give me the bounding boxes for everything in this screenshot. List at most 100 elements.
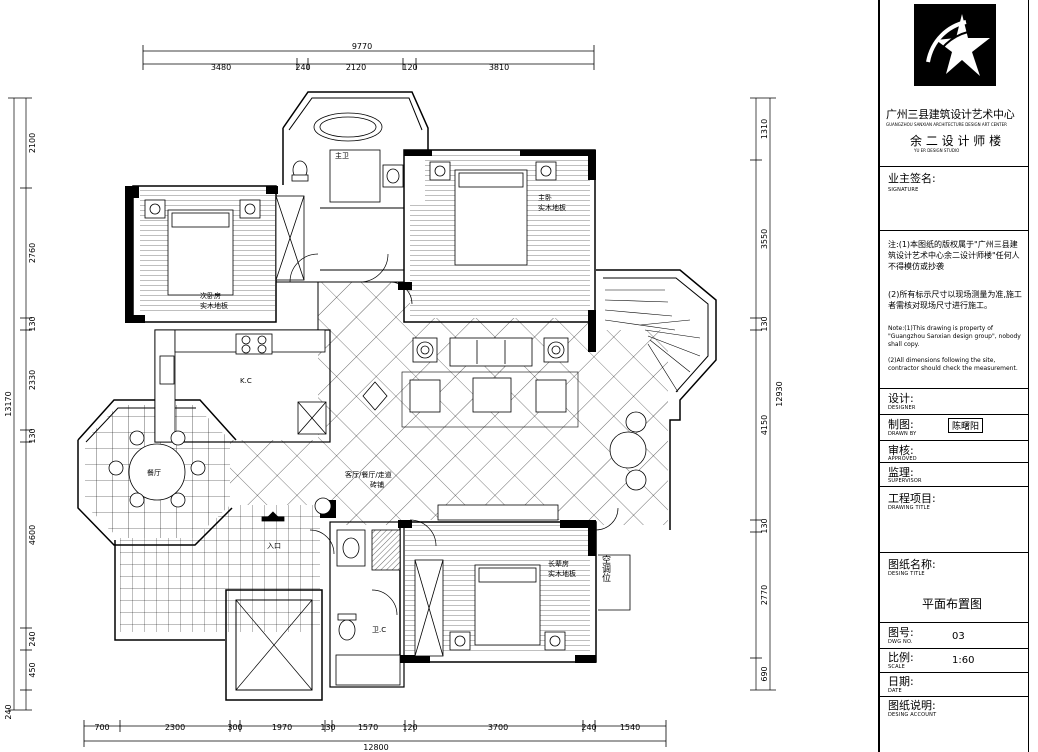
row-check: 审核: APPROVED	[880, 440, 1028, 462]
dim-right-4: 4150	[760, 415, 769, 435]
owner-label: 业主签名:	[888, 172, 936, 185]
label-master-bed: 主卧	[538, 193, 552, 202]
dim-bottom-3: 300	[227, 723, 242, 732]
number-label: 图号:	[888, 626, 914, 639]
title-block-inner-border	[1028, 0, 1029, 752]
dim-top-1: 3480	[211, 63, 231, 72]
company-name: 广州三县建筑设计艺术中心	[886, 108, 1015, 121]
dim-bottom-total: 12800	[363, 743, 388, 752]
scale-value: 1:60	[952, 655, 975, 666]
description-label: 图纸说明:	[888, 699, 936, 712]
row-scale: 比例: SCALE 1:60	[880, 648, 1028, 672]
dim-left-1: 2100	[28, 133, 37, 153]
row-drawn: 制图: DRAWN BY 陈曙阳	[880, 414, 1028, 440]
dim-bottom-9: 240	[581, 723, 596, 732]
dim-left-9: 240	[4, 704, 13, 719]
label-second-bed: 次卧房	[200, 291, 221, 300]
company-name-en: GUANGZHOU SANXIAN ARCHITECTURE DESIGN AR…	[886, 122, 1007, 127]
row-owner: 业主签名: SIGNATURE	[880, 166, 1028, 206]
room-labels: 主卫 主卧 实木地板 次卧房 实木地板 K.C 餐厅 客厅/餐厅/走道 砖铺 入…	[147, 151, 611, 634]
dim-left-6: 4600	[28, 525, 37, 545]
label-living: 客厅/餐厅/走道	[345, 470, 392, 479]
designer-office: 余 二 设 计 师 楼	[910, 134, 1002, 148]
design-label: 设计:	[888, 392, 914, 405]
owner-sub: SIGNATURE	[888, 187, 919, 193]
label-master-bath: 主卫	[335, 151, 349, 160]
dim-left-3: 130	[28, 316, 37, 331]
note-cn-1: 注:(1)本图纸的版权属于"广州三县建筑设计艺术中心余二设计师楼"任何人不得模仿…	[888, 240, 1020, 271]
dim-left-7: 240	[28, 631, 37, 646]
note-en-1: Note:(1)This drawing is property of "Gua…	[888, 325, 1021, 348]
label-kids-bed: 长辈房	[548, 559, 569, 568]
check-sub: APPROVED	[888, 456, 917, 462]
number-value: 03	[952, 631, 965, 642]
label-entrance: 入口	[267, 542, 281, 550]
scale-label: 比例:	[888, 651, 914, 664]
row-number: 图号: DWG NO. 03	[880, 622, 1028, 648]
scale-sub: SCALE	[888, 664, 906, 670]
label-wc: 卫.C	[372, 626, 386, 634]
supervise-label: 监理:	[888, 466, 914, 479]
dim-right-2: 3550	[760, 229, 769, 249]
label-flooring: 砖铺	[370, 480, 384, 489]
label-dining: 餐厅	[147, 468, 161, 477]
label-kids-floor: 实木地板	[548, 569, 576, 578]
date-sub: DATE	[888, 688, 902, 694]
dim-right-7: 690	[760, 666, 769, 681]
dim-bottom-4: 1970	[272, 723, 292, 732]
dim-bottom-2: 2300	[165, 723, 185, 732]
dim-top-2: 240	[295, 63, 310, 72]
star-logo-icon	[926, 14, 990, 76]
dim-right-6: 2770	[760, 585, 769, 605]
dim-right-3: 130	[760, 316, 769, 331]
dim-bottom-5: 130	[320, 723, 335, 732]
dim-top-3: 2120	[346, 63, 366, 72]
dim-bottom-1: 700	[94, 723, 109, 732]
row-design: 设计: DESIGNER	[880, 388, 1028, 414]
dim-right-1: 1310	[760, 119, 769, 139]
dimension-bottom	[83, 720, 667, 747]
floor-plan: 9770 3480 240 2120 120 3810 700 2300 300…	[4, 42, 784, 752]
row-project: 工程项目: DRAWING TITLE	[880, 486, 1028, 552]
supervise-sub: SUPERVISOR	[888, 478, 922, 484]
row-notes: 注:(1)本图纸的版权属于"广州三县建筑设计艺术中心余二设计师楼"任何人不得模仿…	[880, 230, 1028, 390]
drawing-name-sub: DESING TITLE	[888, 571, 925, 577]
dim-right-5: 130	[760, 518, 769, 533]
dim-left-2: 2760	[28, 243, 37, 263]
stair-right	[604, 289, 701, 393]
dim-bottom-10: 1540	[620, 723, 640, 732]
note-cn-2: (2)所有标示尺寸以现场测量为准,施工者需核对现场尺寸进行施工。	[888, 290, 1022, 310]
dim-left-4: 2330	[28, 370, 37, 390]
drawn-sub: DRAWN BY	[888, 431, 917, 437]
dimension-right	[750, 97, 776, 691]
dim-bottom-7: 120	[402, 723, 417, 732]
dimension-top	[142, 45, 595, 70]
date-label: 日期:	[888, 675, 914, 688]
project-label: 工程项目:	[888, 492, 936, 505]
dim-bottom-6: 1570	[358, 723, 378, 732]
logo	[914, 4, 996, 86]
label-second-floor: 实木地板	[200, 301, 228, 310]
project-sub: DRAWING TITLE	[888, 505, 931, 511]
check-label: 审核:	[888, 444, 914, 457]
label-ac: 空调位	[600, 554, 611, 583]
description-sub: DESING ACCOUNT	[888, 712, 937, 718]
drawn-stamp: 陈曙阳	[948, 418, 984, 433]
dim-right-total: 12930	[775, 381, 784, 406]
designer-office-en: YU ER DESIGN STUDIO	[914, 148, 960, 153]
dim-left-8: 450	[28, 662, 37, 677]
number-sub: DWG NO.	[888, 639, 913, 645]
dim-bottom-8: 3700	[488, 723, 508, 732]
row-description: 图纸说明: DESING ACCOUNT	[880, 696, 1028, 752]
dim-top-4: 120	[402, 63, 417, 72]
row-supervise: 监理: SUPERVISOR	[880, 462, 1028, 486]
dim-top-5: 3810	[489, 63, 509, 72]
doors	[289, 253, 619, 616]
ac-bracket	[598, 554, 631, 611]
stair-left	[261, 511, 285, 522]
label-kitchen: K.C	[240, 377, 252, 385]
dim-left-total: 13170	[4, 391, 13, 416]
drawing-name-label: 图纸名称:	[888, 558, 936, 571]
dim-left-5: 130	[28, 428, 37, 443]
title-block: 广州三县建筑设计艺术中心 GUANGZHOU SANXIAN ARCHITECT…	[878, 0, 1038, 752]
